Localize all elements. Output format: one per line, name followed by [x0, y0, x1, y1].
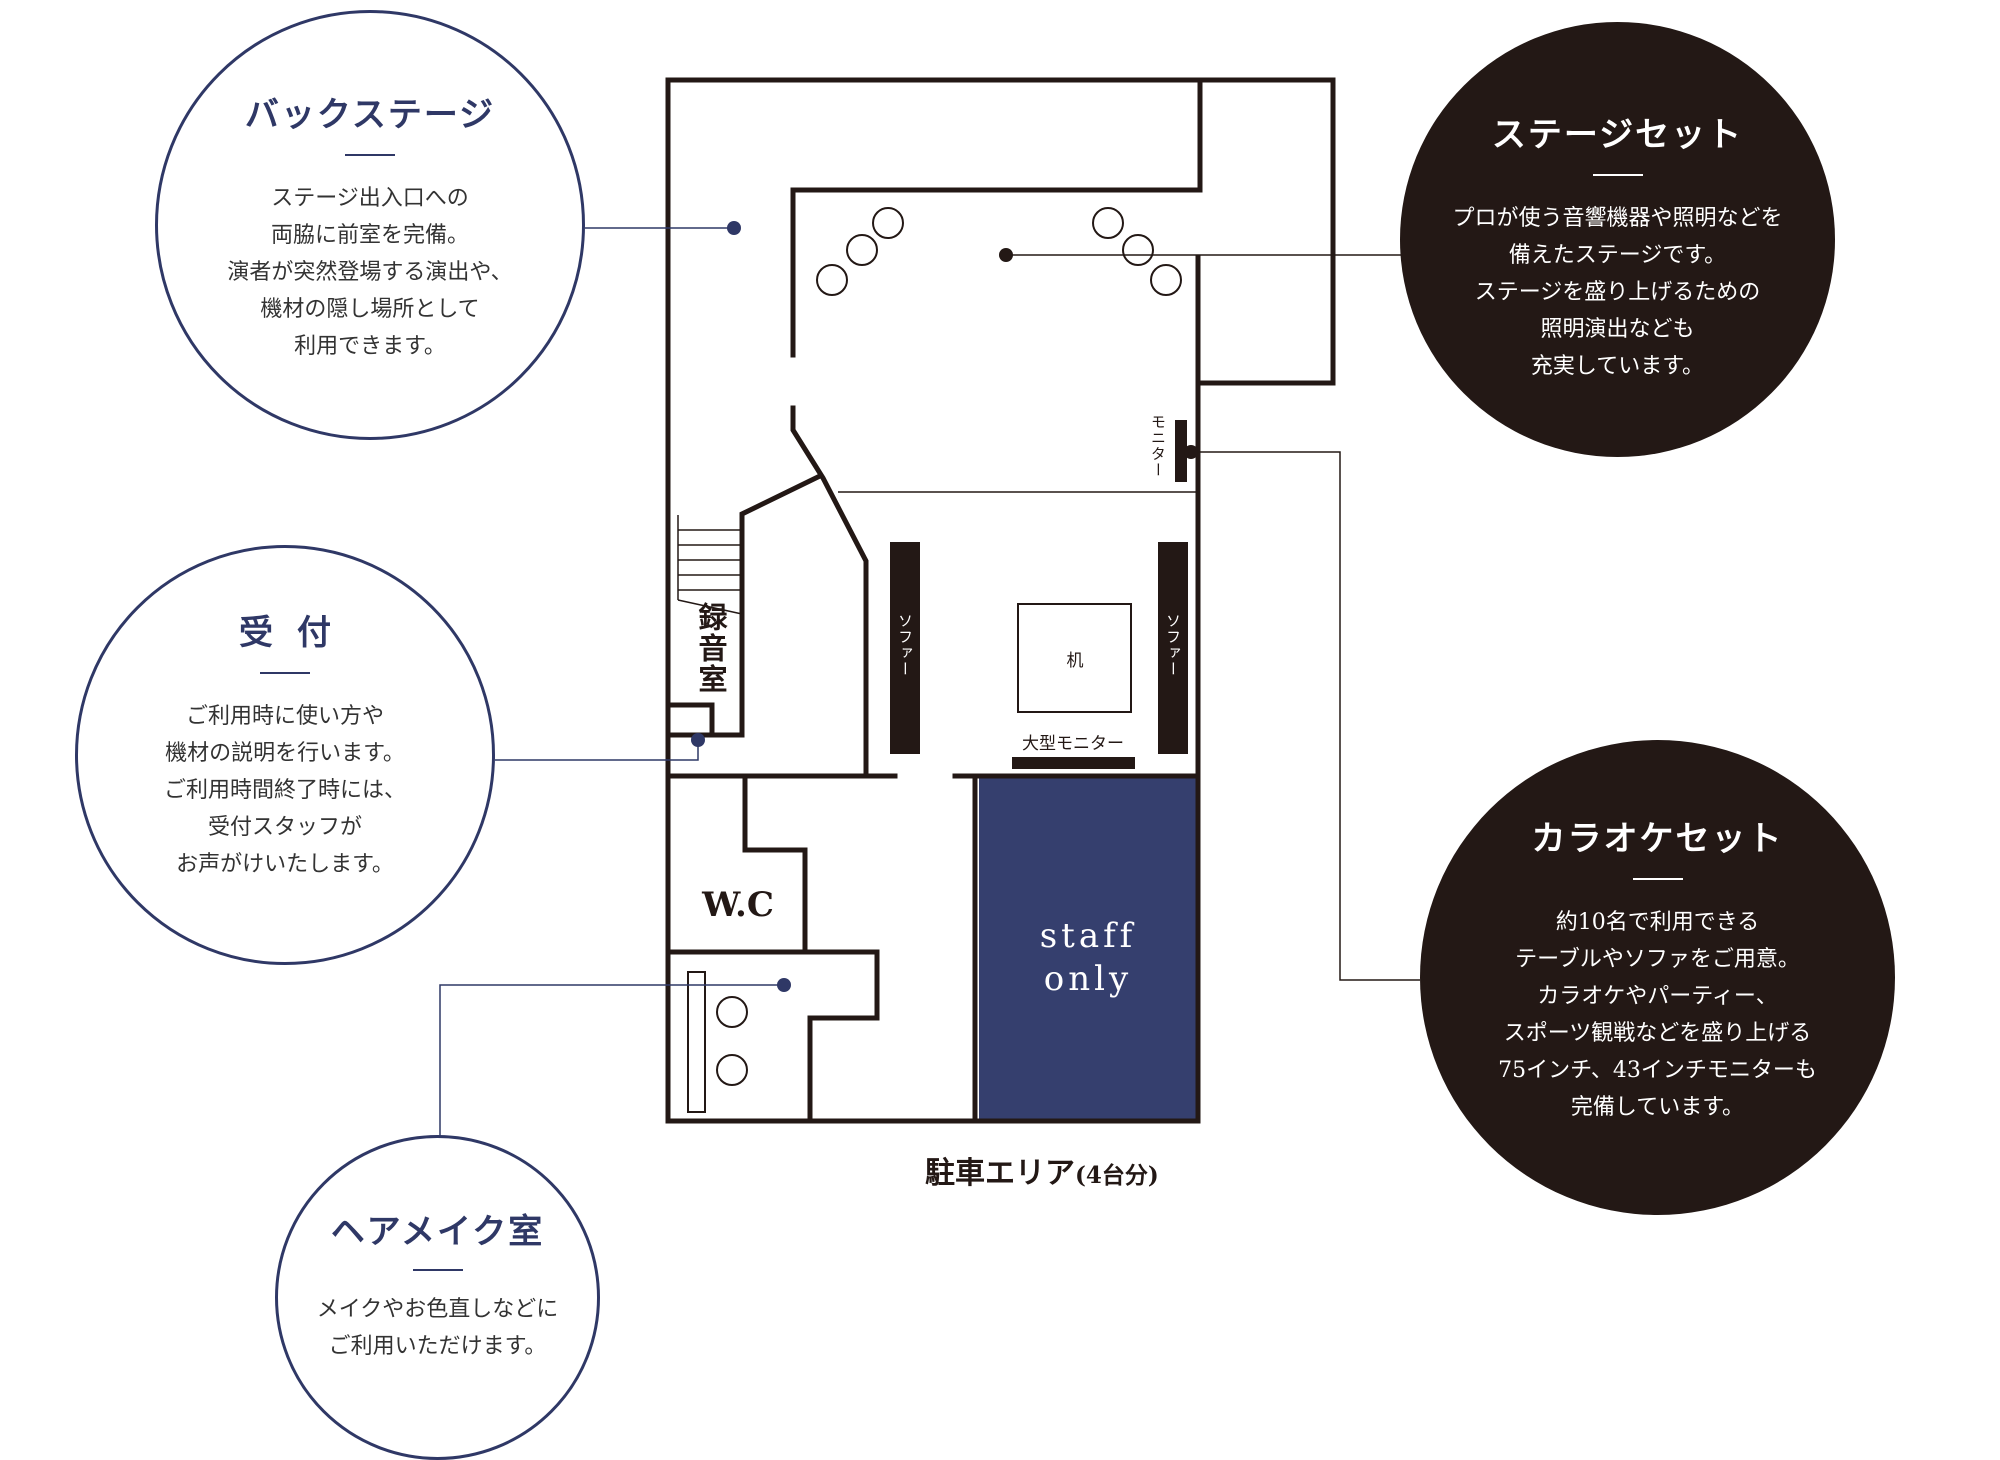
hairmake-callout: ヘアメイク室 メイクやお色直しなどに ご利用いただけます。: [275, 1135, 600, 1460]
stairs: [677, 515, 743, 615]
backstage-line: 演者が突然登場する演出や、: [227, 260, 513, 285]
backstage-rule: [345, 154, 395, 156]
sofa-left-label: ソファー: [896, 613, 914, 677]
stage-callout: ステージセット プロが使う音響機器や照明などを 備えたステージです。 ステージを…: [1400, 22, 1835, 457]
large-monitor-label: 大型モニター: [1022, 734, 1124, 754]
reception-line: 受付スタッフが: [207, 815, 362, 840]
parking-text: 駐車エリア: [925, 1156, 1075, 1191]
hairmake-description: メイクやお色直しなどに ご利用いただけます。: [317, 1291, 559, 1365]
staff-only-room: [979, 776, 1198, 1119]
hairmake-rule: [412, 1269, 463, 1271]
sofa-right-label: ソファー: [1164, 613, 1182, 677]
reception-line: お声がけいたします。: [176, 852, 394, 877]
sofa-right: [1158, 542, 1188, 754]
karaoke-line: 75インチ、43インチモニターも: [1498, 1058, 1817, 1083]
stage-rule: [1592, 174, 1643, 176]
karaoke-line: 完備しています。: [1570, 1095, 1745, 1120]
karaoke-title: カラオケセット: [1531, 819, 1784, 859]
sink-icon: [716, 996, 748, 1028]
stage-title: ステージセット: [1491, 115, 1744, 155]
stage-line: プロが使う音響機器や照明などを: [1452, 206, 1783, 231]
hairmake-line: メイクやお色直しなどに: [316, 1297, 559, 1322]
backstage-description: ステージ出入口への 両脇に前室を完備。 演者が突然登場する演出や、 機材の隠し場…: [227, 180, 512, 365]
stage-line: 備えたステージです。: [1508, 243, 1727, 268]
reception-line: ご利用時間終了時には、: [163, 778, 406, 803]
backstage-callout: バックステージ ステージ出入口への 両脇に前室を完備。 演者が突然登場する演出や…: [155, 10, 585, 440]
hairmake-marker: [777, 978, 791, 992]
karaoke-line: テーブルやソファをご用意。: [1515, 947, 1800, 972]
reception-line: ご利用時に使い方や: [185, 704, 384, 729]
reception-line: 機材の説明を行います。: [165, 741, 405, 766]
leader-lines: [439, 227, 1420, 1140]
backstage-line: 機材の隠し場所として: [260, 297, 480, 322]
karaoke-line: スポーツ観戦などを盛り上げる: [1503, 1021, 1812, 1046]
backstage-line: 利用できます。: [294, 334, 446, 359]
monitor-small-label: モニター: [1149, 414, 1167, 478]
reception-description: ご利用時に使い方や 機材の説明を行います。 ご利用時間終了時には、 受付スタッフ…: [164, 698, 406, 883]
stage-line: 照明演出なども: [1540, 317, 1695, 342]
staff-only-line1: staff: [1040, 916, 1137, 956]
staff-only-line2: only: [1044, 959, 1132, 999]
hairmake-title: ヘアメイク室: [330, 1212, 545, 1252]
walls: [665, 77, 1336, 1124]
parking-label: 駐車エリア(4台分): [925, 1156, 1159, 1191]
reception-callout: 受付 ご利用時に使い方や 機材の説明を行います。 ご利用時間終了時には、 受付ス…: [75, 545, 495, 965]
reception-rule: [260, 672, 310, 674]
desk: [1017, 603, 1132, 713]
backstage-marker: [727, 221, 741, 235]
hairmake-line: ご利用いただけます。: [328, 1334, 547, 1359]
monitor-marker: [1184, 445, 1198, 459]
vanity-counter: [687, 971, 706, 1113]
sink-icon: [716, 1054, 748, 1086]
stage-line: 充実しています。: [1530, 354, 1705, 379]
small-monitor: [1175, 420, 1187, 482]
backstage-line: ステージ出入口への: [271, 186, 469, 211]
backstage-title: バックステージ: [244, 95, 496, 135]
karaoke-callout: カラオケセット 約10名で利用できる テーブルやソファをご用意。 カラオケやパー…: [1420, 740, 1895, 1215]
reception-title: 受付: [239, 613, 355, 653]
karaoke-line: カラオケやパーティー、: [1537, 984, 1778, 1009]
stage-line: ステージを盛り上げるための: [1474, 280, 1761, 305]
reception-marker: [691, 733, 705, 747]
large-monitor: [1012, 757, 1135, 769]
sofa-left: [890, 542, 920, 754]
karaoke-rule: [1632, 878, 1683, 880]
wc-label: W.C: [701, 885, 774, 925]
stage-lights: [816, 207, 1182, 296]
stage-marker: [999, 248, 1013, 262]
stage-description: プロが使う音響機器や照明などを 備えたステージです。 ステージを盛り上げるための…: [1452, 200, 1782, 385]
backstage-line: 両脇に前室を完備。: [270, 223, 469, 248]
karaoke-description: 約10名で利用できる テーブルやソファをご用意。 カラオケやパーティー、 スポー…: [1498, 904, 1817, 1126]
recording-room-label: 録音室: [694, 601, 728, 695]
desk-label: 机: [1067, 651, 1084, 671]
karaoke-line: 約10名で利用できる: [1555, 910, 1760, 935]
parking-count: (4台分): [1075, 1162, 1159, 1189]
